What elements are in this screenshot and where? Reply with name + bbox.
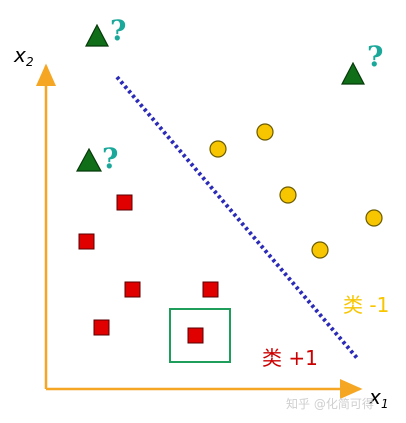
y-axis-subscript: 2 xyxy=(26,55,34,69)
triangle-icon xyxy=(341,61,365,85)
class-minus-1-point xyxy=(311,241,329,259)
unknown-point: ? xyxy=(75,142,118,175)
highlight-box xyxy=(169,308,231,363)
class-plus-1-point xyxy=(93,319,110,336)
unknown-point: ? xyxy=(341,40,383,85)
class-minus-1-point xyxy=(279,186,297,204)
triangle-icon xyxy=(85,23,109,47)
class-plus-1-label: 类 +1 xyxy=(262,346,318,370)
x-axis-subscript: 1 xyxy=(381,397,389,411)
class-minus-1-label: 类 -1 xyxy=(343,293,389,317)
class-minus-1-point xyxy=(209,140,227,158)
decision-boundary xyxy=(115,75,359,360)
triangle-icon xyxy=(75,147,103,172)
class-plus-1-point xyxy=(124,281,141,298)
class-plus-1-point xyxy=(202,281,219,298)
question-mark: ? xyxy=(367,40,383,73)
class-minus-1-point xyxy=(365,209,383,227)
watermark: 知乎 @化简可得 xyxy=(286,396,374,411)
class-plus-1-point xyxy=(116,194,133,211)
class-plus-1-point xyxy=(187,327,204,344)
unknown-point: ? xyxy=(85,14,126,47)
x-axis-label: x xyxy=(368,385,381,409)
y-axis-label: x xyxy=(13,43,26,67)
question-mark: ? xyxy=(102,142,118,175)
question-mark: ? xyxy=(110,14,126,47)
class-minus-1-point xyxy=(256,123,274,141)
class-plus-1-point xyxy=(78,233,95,250)
